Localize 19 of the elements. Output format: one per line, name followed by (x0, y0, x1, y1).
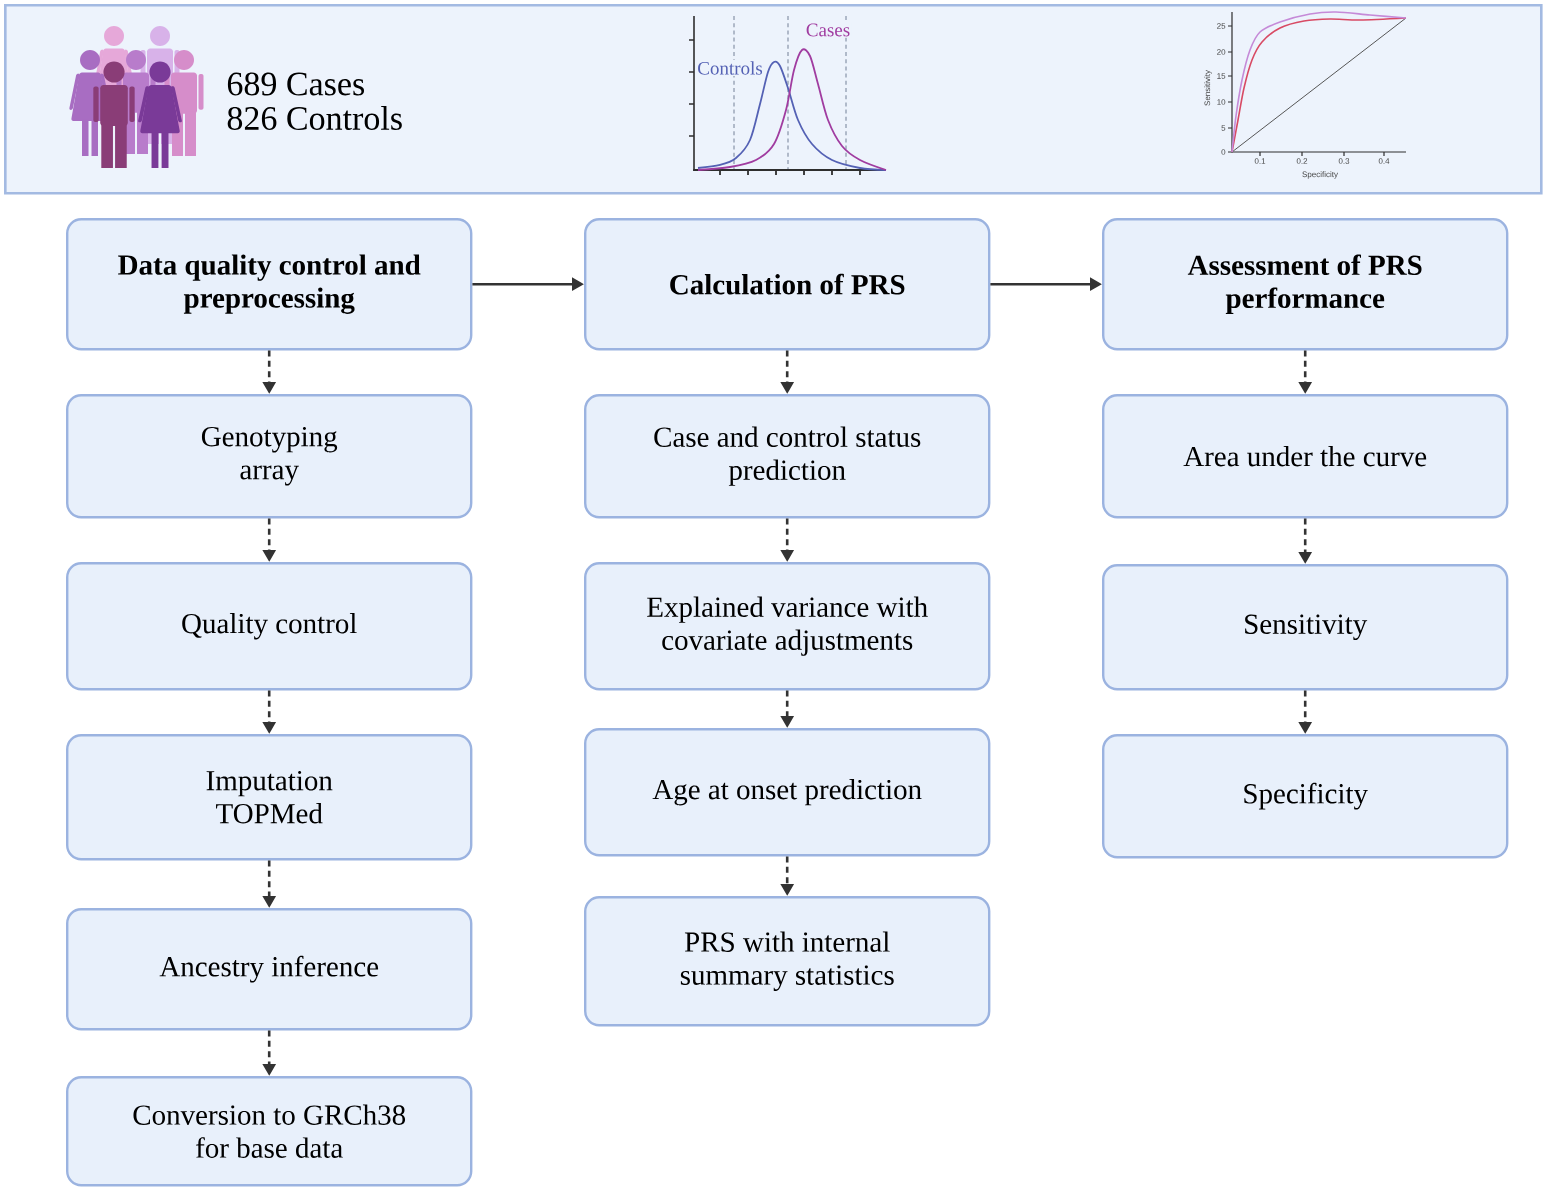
process-box: Ancestry inference (66, 908, 473, 1031)
curve-label: Cases (804, 22, 852, 38)
sample-count: 689 Cases (227, 72, 364, 96)
process-box: PRS with internal summary statistics (584, 896, 991, 1027)
stage-box: Data quality control and preprocessing (66, 218, 473, 351)
sample-count: 826 Controls (227, 106, 402, 130)
process-box: Imputation TOPMed (66, 734, 473, 861)
process-box: Age at onset prediction (584, 728, 991, 857)
process-box: Conversion to GRCh38 for base data (66, 1076, 473, 1187)
process-box: Case and control status prediction (584, 394, 991, 519)
process-box: Explained variance with covariate adjustments (584, 562, 991, 691)
process-box: Quality control (66, 562, 473, 691)
process-box: Area under the curve (1102, 394, 1509, 519)
process-box: Genotyping array (66, 394, 473, 519)
curve-label: Controls (696, 60, 764, 76)
stage-box: Assessment of PRS performance (1102, 218, 1509, 351)
process-box: Specificity (1102, 734, 1509, 859)
stage-box: Calculation of PRS (584, 218, 991, 351)
process-box: Sensitivity (1102, 564, 1509, 691)
